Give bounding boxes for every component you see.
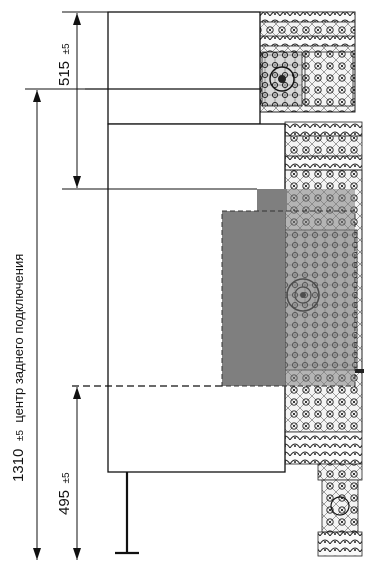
total-tolerance: ±5 xyxy=(15,430,26,441)
arrow-icon xyxy=(33,548,41,560)
svg-text:495 ±5: 495 ±5 xyxy=(56,472,73,515)
dimension-total: 1310 ±5 центр заднего подключения xyxy=(10,90,41,560)
firebox-flue-top xyxy=(257,189,287,211)
arrow-icon xyxy=(73,13,81,25)
svg-text:515 ±5: 515 ±5 xyxy=(56,43,73,86)
extension-lines xyxy=(25,11,257,190)
arrow-icon xyxy=(73,548,81,560)
tiled-stove-upper xyxy=(259,11,356,113)
cabinet-leg xyxy=(115,472,139,555)
dimension-bottom: 495 ±5 xyxy=(56,387,81,560)
top-tolerance: ±5 xyxy=(61,43,72,54)
arrow-icon xyxy=(73,387,81,399)
cabinet-top-section xyxy=(107,11,261,125)
arrow-icon xyxy=(33,90,41,102)
firebox-body xyxy=(222,211,285,386)
bottom-value: 495 xyxy=(56,490,73,515)
firebox-back xyxy=(285,189,355,386)
tiled-stove-base xyxy=(317,369,364,557)
dimension-top: 515 ±5 xyxy=(56,13,81,188)
svg-text:1310 ±5 центр задн: 1310 ±5 центр заднего подключения xyxy=(10,254,27,482)
arrow-icon xyxy=(73,176,81,188)
top-value: 515 xyxy=(56,61,73,86)
firebox xyxy=(221,189,356,387)
total-value: 1310 xyxy=(10,449,27,482)
total-description: центр заднего подключения xyxy=(11,254,26,423)
bottom-tolerance: ±5 xyxy=(61,472,72,483)
